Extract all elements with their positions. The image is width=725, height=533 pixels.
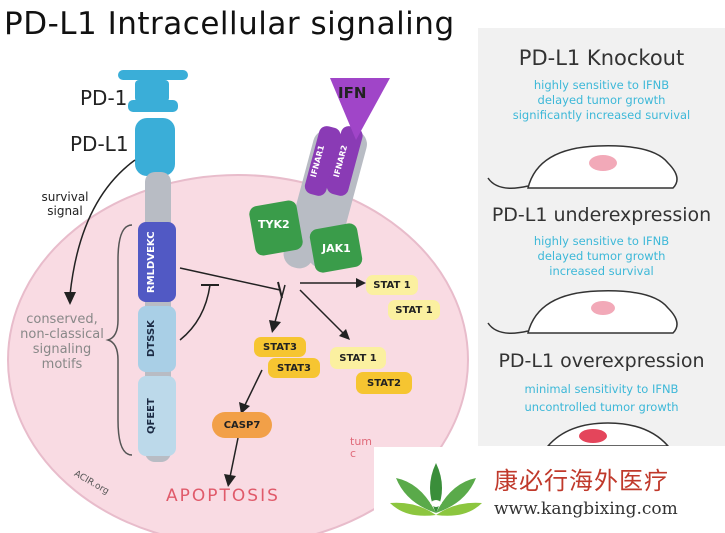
ifnar1-box xyxy=(304,126,341,196)
survival-signal-label: survival signal xyxy=(41,190,89,218)
motif-qfeet: QFEET xyxy=(146,398,157,434)
stat-box: STAT3 xyxy=(254,337,306,357)
brand-name: 康必行海外医疗 xyxy=(494,467,669,495)
section-line: significantly increased survival xyxy=(512,108,691,122)
pd1-label: PD-1 xyxy=(80,86,128,110)
section-line: delayed tumor growth xyxy=(537,93,666,107)
mouse-icon xyxy=(487,290,678,334)
brand-url: www.kangbixing.com xyxy=(494,499,678,519)
ifn-ligand xyxy=(330,78,390,140)
section-line: highly sensitive to IFNB xyxy=(533,234,670,248)
motif-rmldvekc: RMLDVEKC xyxy=(146,231,157,293)
tyk2-box xyxy=(249,200,303,256)
page-title: PD-L1 Intracellular signaling xyxy=(4,6,455,42)
stat-box: STAT 1 xyxy=(366,275,418,295)
section-line: delayed tumor growth xyxy=(537,249,666,263)
motif-dtssk: DTSSK xyxy=(146,320,157,358)
signaling-diagram xyxy=(7,70,469,533)
ifn-label: IFN xyxy=(338,84,367,102)
section-line: increased survival xyxy=(549,264,654,278)
lotus-logo-icon xyxy=(390,463,482,516)
pdl1-label: PD-L1 xyxy=(70,132,129,156)
apoptosis-label: APOPTOSIS xyxy=(166,486,280,506)
section-heading: PD-L1 underexpression xyxy=(491,204,712,226)
watermark-banner: 康必行海外医疗 www.kangbixing.com xyxy=(374,447,725,533)
comparison-panel: PD-L1 Knockout highly sensitive to IFNB … xyxy=(478,28,725,446)
jak1-box xyxy=(309,223,363,273)
mouse-illustrations xyxy=(487,145,678,446)
tyk2-label: TYK2 xyxy=(258,218,290,231)
motif-dtssk-box xyxy=(138,306,176,372)
pd1-receptor xyxy=(118,70,188,112)
ifnar2-box xyxy=(326,126,363,196)
motif-brace xyxy=(105,224,133,456)
jak1-label: JAK1 xyxy=(322,242,351,255)
stat-box: STAT3 xyxy=(268,358,320,378)
section-line: minimal sensitivity to IFNB xyxy=(524,382,679,396)
motif-rmldvekc-box xyxy=(138,222,176,302)
motif-qfeet-box xyxy=(138,376,176,456)
stat-box: STAT 1 xyxy=(388,300,440,320)
pdl1-head xyxy=(135,118,175,176)
survival-arrow xyxy=(69,159,136,296)
section-line: uncontrolled tumor growth xyxy=(524,400,679,414)
mouse-icon xyxy=(547,422,669,446)
section-heading: PD-L1 overexpression xyxy=(498,350,705,372)
tumor-label: tum c xyxy=(350,435,372,460)
mouse-icon xyxy=(487,145,678,189)
casp7-box: CASP7 xyxy=(212,412,272,438)
section-heading: PD-L1 Knockout xyxy=(518,46,685,70)
stat-box: STAT2 xyxy=(356,372,412,394)
section-line: highly sensitive to IFNB xyxy=(533,78,670,92)
motifs-note: conserved, non-classical signaling motif… xyxy=(20,312,104,372)
stat-box: STAT 1 xyxy=(330,347,386,369)
